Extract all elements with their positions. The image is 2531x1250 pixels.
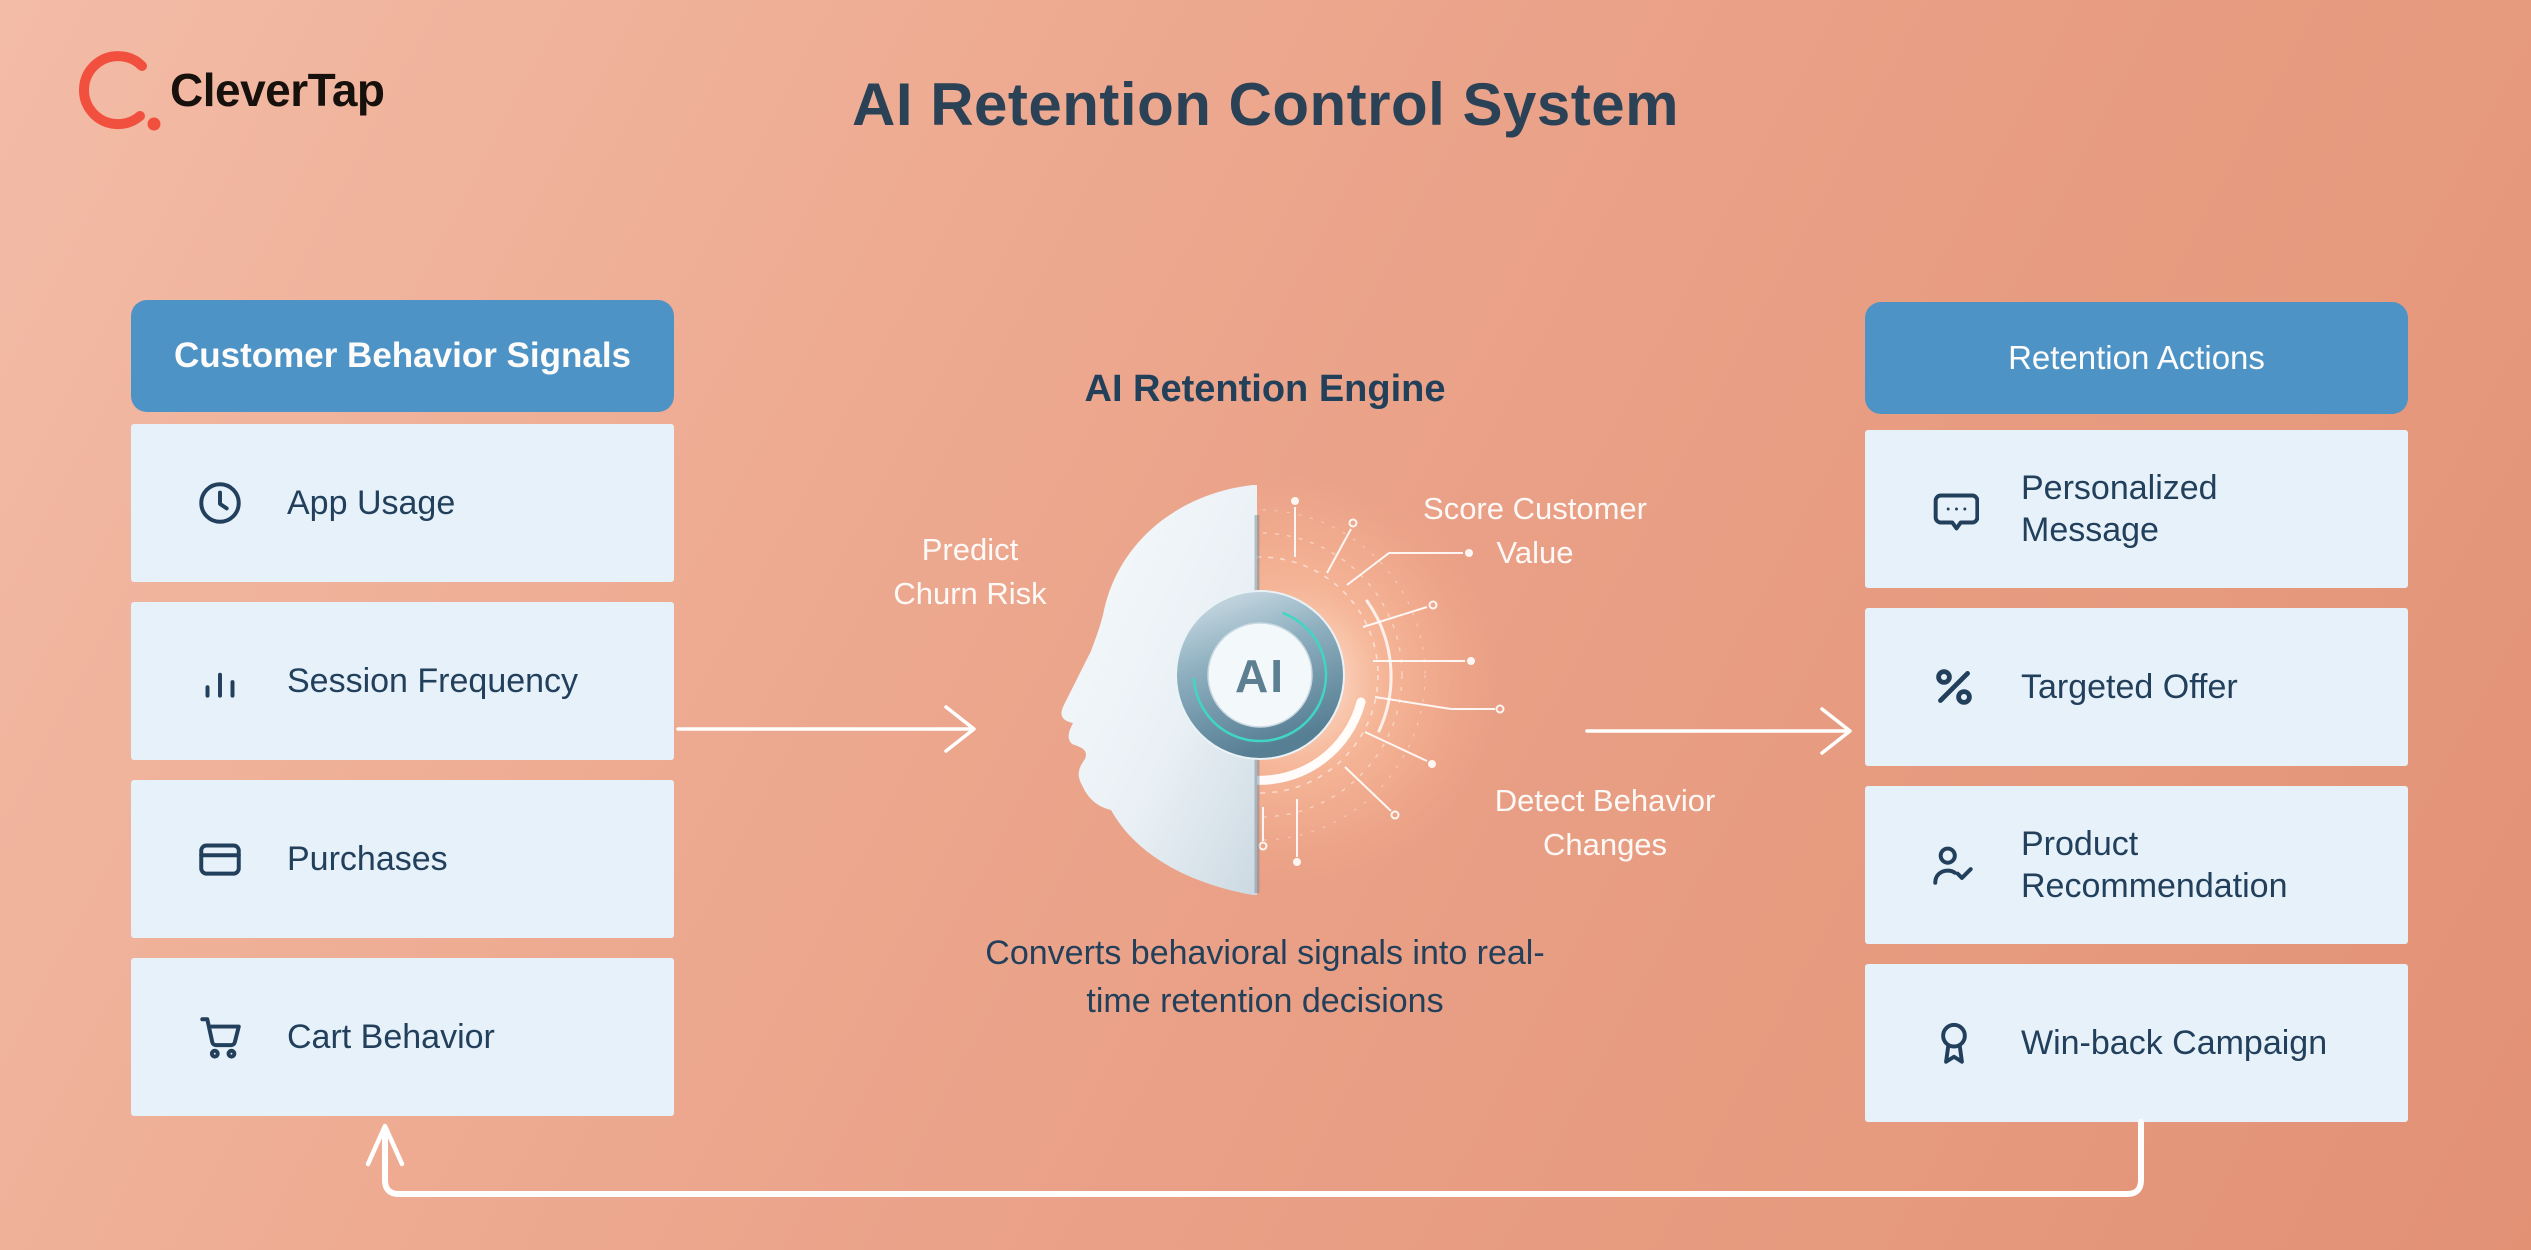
signal-card-cart-behavior: Cart Behavior bbox=[131, 958, 674, 1116]
ai-badge-label: AI bbox=[1235, 650, 1285, 702]
message-icon bbox=[1929, 484, 1979, 534]
signal-label: App Usage bbox=[287, 483, 456, 522]
clevertap-logo-text: CleverTap bbox=[170, 64, 385, 116]
engine-label-predict-churn-risk: Predict Churn Risk bbox=[893, 532, 1047, 612]
bar-chart-icon bbox=[195, 656, 245, 706]
engine-label-score-customer-value: Score Customer Value bbox=[1423, 491, 1647, 571]
clock-icon bbox=[195, 478, 245, 528]
action-card-targeted-offer: Targeted Offer bbox=[1865, 608, 2408, 766]
engine-caption: Converts behavioral signals into real-ti… bbox=[985, 934, 1545, 1020]
customer-behavior-signals-panel: Customer Behavior Signals App Usage Sess… bbox=[131, 300, 674, 1116]
arrow-engine-to-actions bbox=[1585, 707, 1852, 755]
clevertap-logo-arc-icon bbox=[79, 51, 161, 131]
percent-icon bbox=[1929, 662, 1979, 712]
engine-heading: AI Retention Engine bbox=[1084, 368, 1446, 410]
action-label: Targeted Offer bbox=[2021, 667, 2238, 706]
clevertap-logo: CleverTap bbox=[72, 38, 385, 142]
action-label: Personalized Message bbox=[2021, 468, 2218, 550]
arrow-signals-to-engine bbox=[676, 705, 976, 753]
signal-card-session-frequency: Session Frequency bbox=[131, 602, 674, 760]
cart-icon bbox=[195, 1012, 245, 1062]
right-panel-header-label: Retention Actions bbox=[2008, 339, 2265, 376]
credit-card-icon bbox=[195, 834, 245, 884]
left-panel-header-label: Customer Behavior Signals bbox=[173, 336, 632, 375]
action-label: Product Recommendation bbox=[2021, 824, 2288, 906]
signal-label: Cart Behavior bbox=[287, 1017, 495, 1056]
award-icon bbox=[1929, 1018, 1979, 1068]
signal-card-app-usage: App Usage bbox=[131, 424, 674, 582]
engine-label-detect-behavior-changes: Detect Behavior Changes bbox=[1494, 783, 1716, 863]
left-panel-header: Customer Behavior Signals bbox=[131, 300, 674, 412]
action-card-product-recommendation: Product Recommendation bbox=[1865, 786, 2408, 944]
ai-face-graphic: AI bbox=[995, 455, 1515, 925]
user-check-icon bbox=[1929, 840, 1979, 890]
action-card-personalized-message: Personalized Message bbox=[1865, 430, 2408, 588]
action-card-win-back-campaign: Win-back Campaign bbox=[1865, 964, 2408, 1122]
retention-actions-panel: Retention Actions Personalized Message T… bbox=[1865, 302, 2408, 1122]
signal-label: Purchases bbox=[287, 839, 448, 878]
page-title: AI Retention Control System bbox=[852, 71, 1679, 138]
signal-card-purchases: Purchases bbox=[131, 780, 674, 938]
right-panel-header: Retention Actions bbox=[1865, 302, 2408, 414]
signal-label: Session Frequency bbox=[287, 661, 579, 700]
action-label: Win-back Campaign bbox=[2021, 1023, 2328, 1062]
feedback-loop-arrow bbox=[365, 1119, 2144, 1197]
